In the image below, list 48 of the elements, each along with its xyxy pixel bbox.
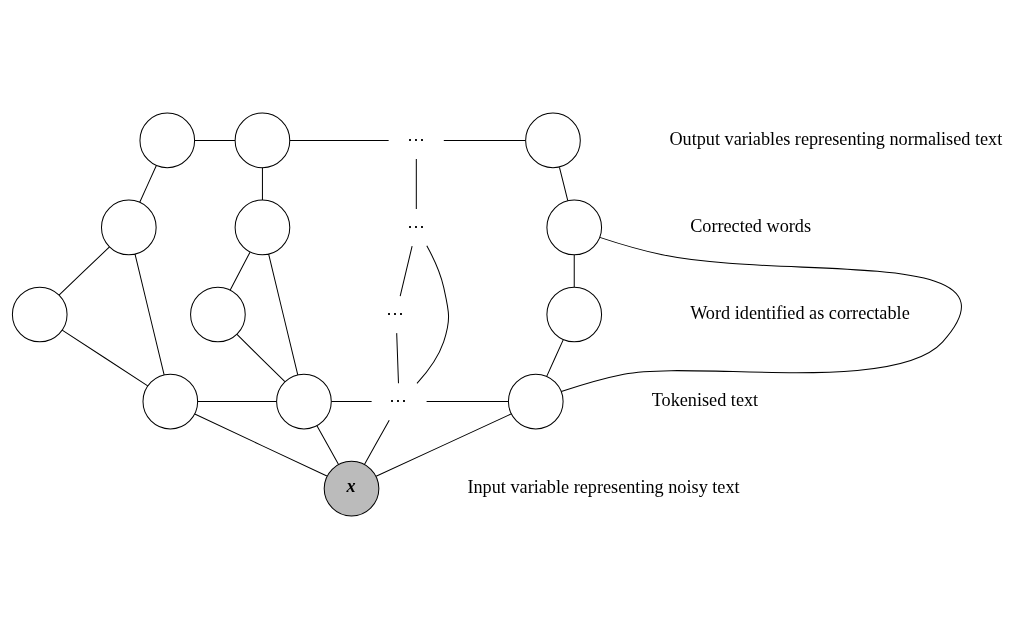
connector <box>416 244 450 384</box>
connector <box>58 245 110 296</box>
connector <box>236 333 286 382</box>
node-circle <box>234 112 291 168</box>
node-text: ⋯ <box>406 128 425 149</box>
connector <box>134 253 165 375</box>
node-circle <box>525 112 581 168</box>
connector <box>330 400 373 402</box>
connector <box>139 164 157 203</box>
connector <box>363 419 390 465</box>
node-circle <box>276 373 332 429</box>
connector <box>375 412 512 477</box>
connector <box>573 253 575 288</box>
connector <box>194 139 236 141</box>
label: Corrected words <box>690 215 812 236</box>
connector <box>61 329 149 386</box>
connector <box>261 166 263 200</box>
node-circle <box>507 373 564 429</box>
connector <box>316 424 340 465</box>
node-circle: x <box>323 460 380 516</box>
label: Tokenised text <box>651 389 759 410</box>
node-circle <box>546 199 603 255</box>
node-circle <box>11 286 68 342</box>
connector <box>197 400 278 402</box>
label: Output variables representing normalised text <box>669 128 1003 149</box>
connector <box>396 332 399 384</box>
connector <box>558 166 569 201</box>
node-circle <box>546 286 603 342</box>
connector <box>560 236 962 392</box>
connector <box>426 400 509 402</box>
label: Word identified as correctable <box>690 302 910 323</box>
node-circle <box>139 112 196 168</box>
node-circle <box>142 373 199 429</box>
label: Input variable representing noisy text <box>467 476 740 497</box>
node-text: ⋯ <box>406 215 425 236</box>
node-text: ⋯ <box>389 389 408 410</box>
connector <box>268 253 299 375</box>
node-circle <box>100 199 157 255</box>
node-text: ⋯ <box>386 302 405 323</box>
connector <box>399 245 413 297</box>
connector <box>546 338 564 377</box>
connector <box>194 413 328 477</box>
connector <box>229 251 251 290</box>
connector <box>289 139 390 141</box>
connector <box>443 139 526 141</box>
node-circle <box>190 286 246 342</box>
node-circle <box>234 199 291 255</box>
connector <box>415 158 417 210</box>
